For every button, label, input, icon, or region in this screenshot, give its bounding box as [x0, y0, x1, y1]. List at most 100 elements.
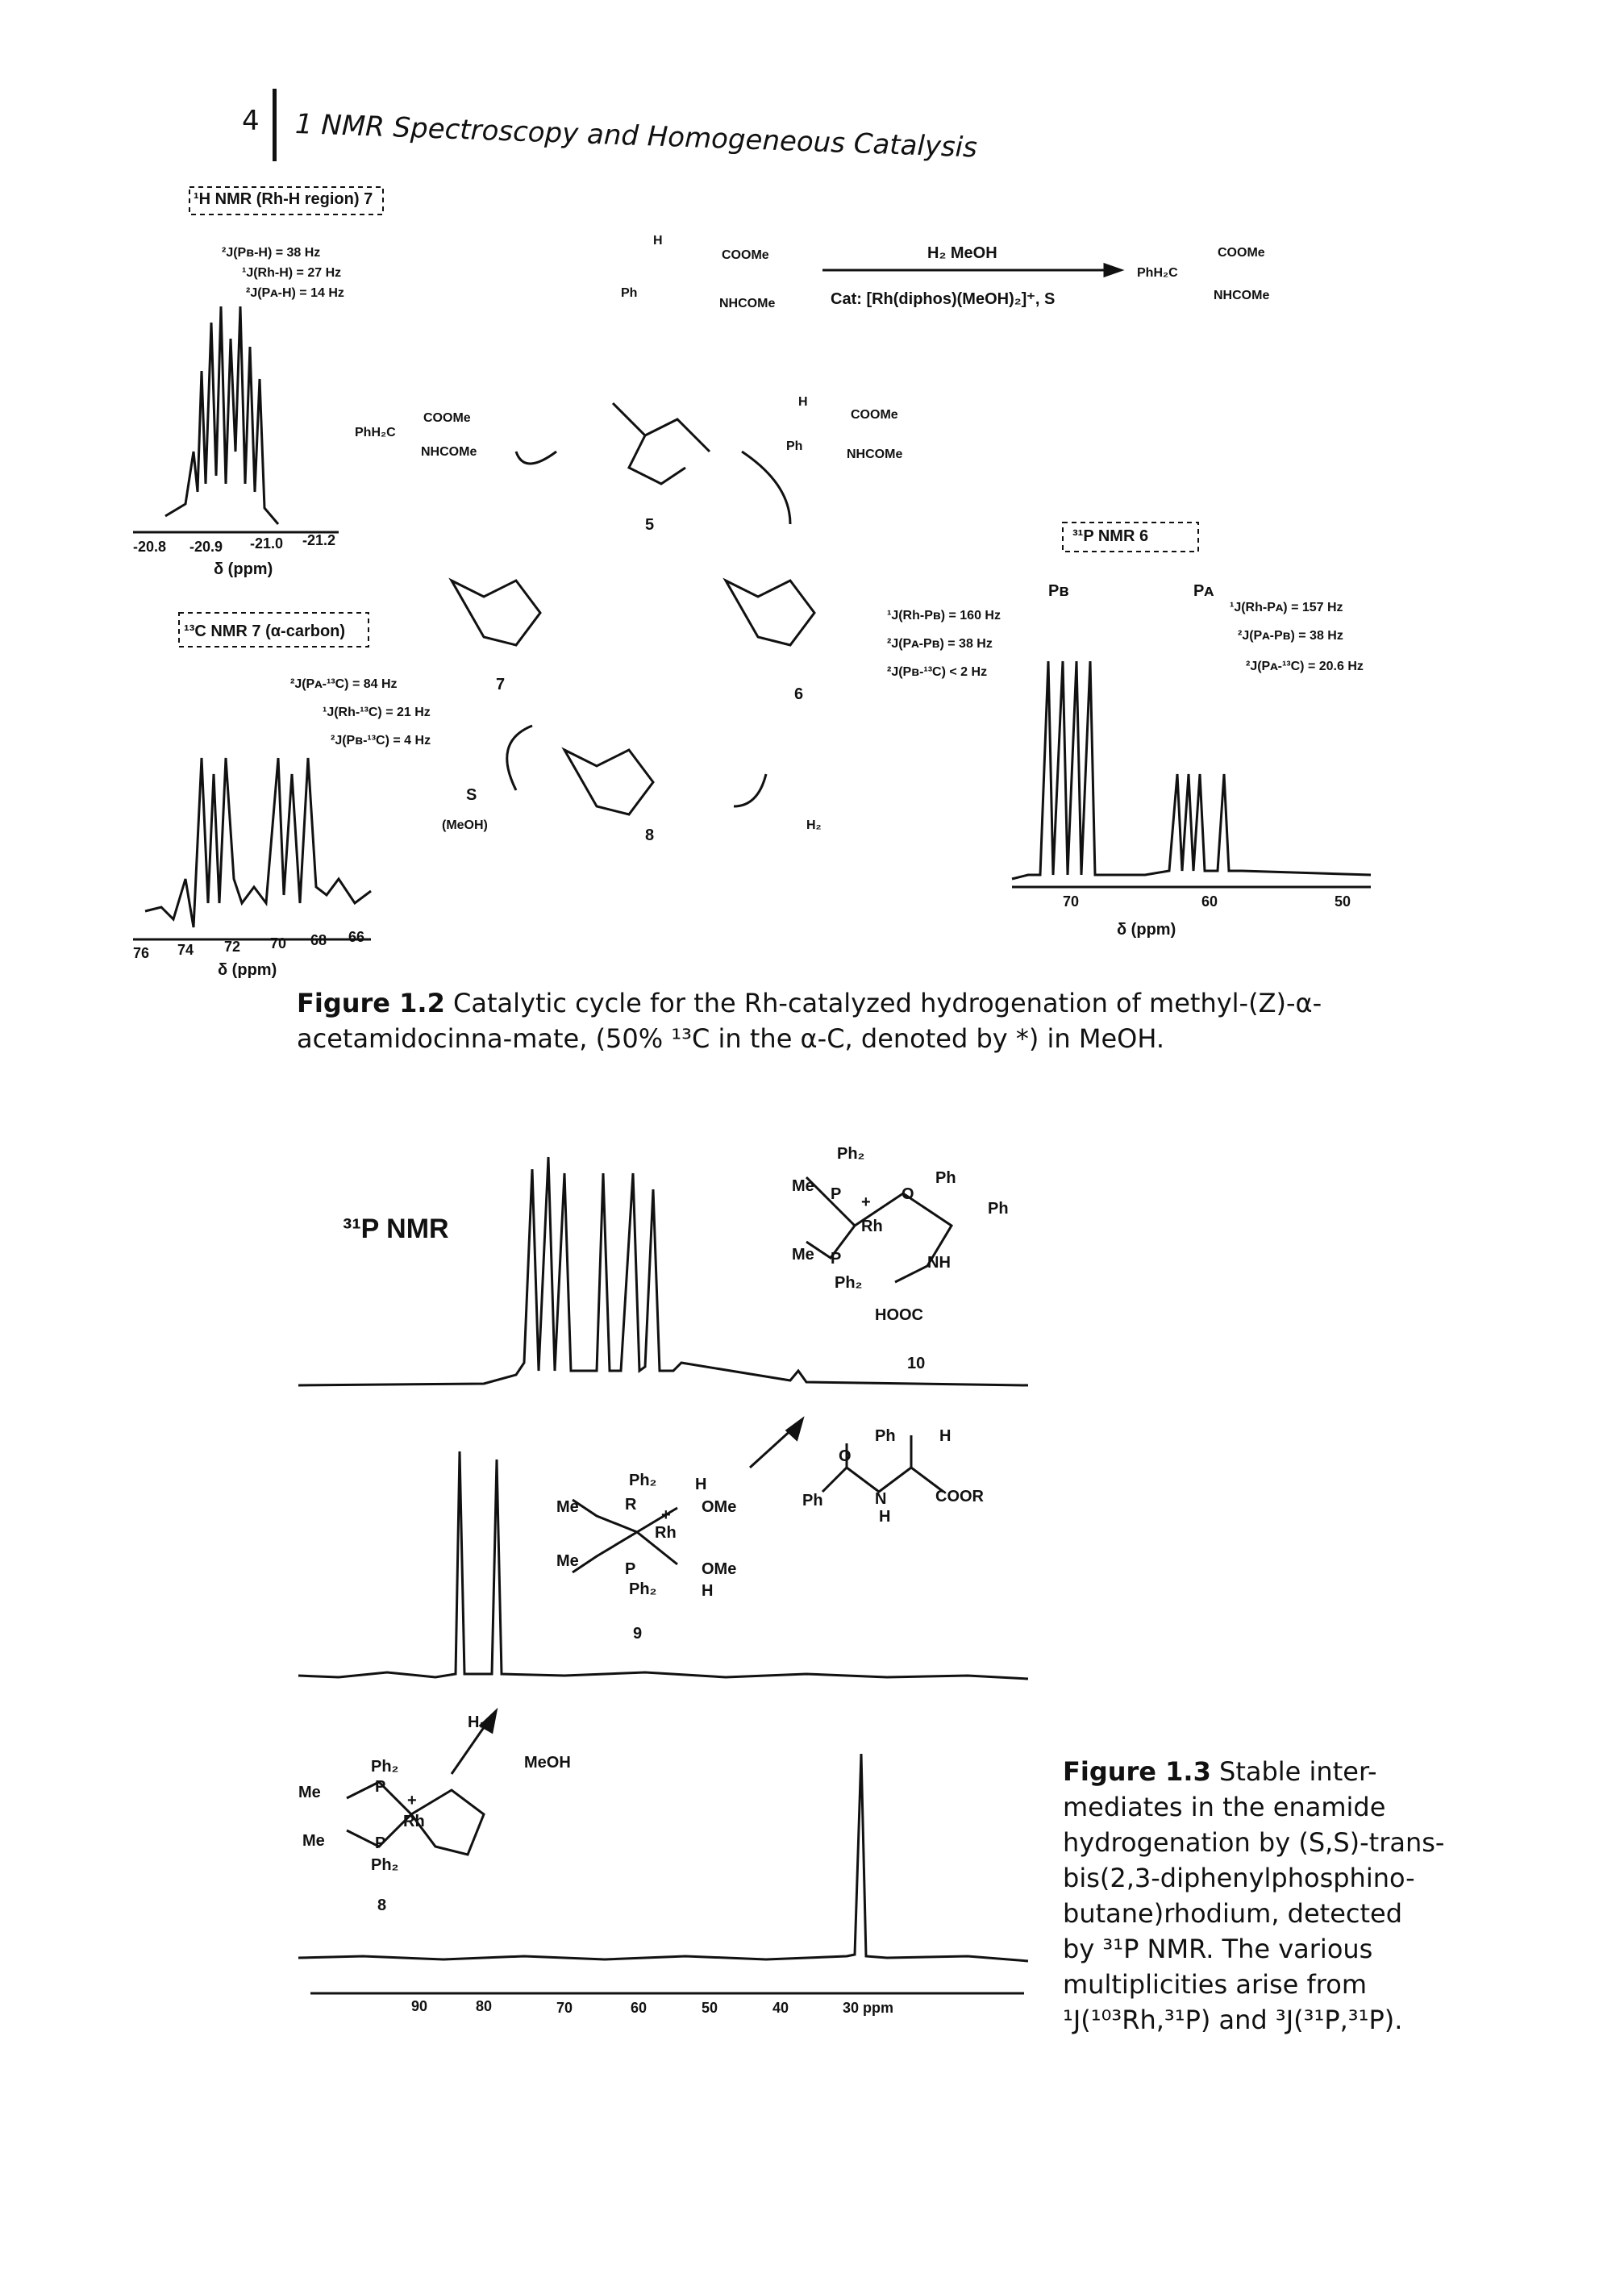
- p31-coupling-left-3: ²J(Pʙ-¹³C) < 2 Hz: [887, 665, 988, 679]
- caption-line-5: butane)rhodium, detected: [1063, 1898, 1403, 1929]
- c13-tick-5: 68: [310, 932, 327, 948]
- x-tick-80: 80: [476, 1998, 493, 2014]
- cycle-product-coome: COOMe: [423, 411, 471, 425]
- h1-coupling-3: ²J(Pᴀ-H) = 14 Hz: [246, 286, 344, 300]
- cpd8-rh: Rh: [403, 1813, 425, 1830]
- cycle-arrow-bottom-right: [733, 773, 768, 808]
- sub-nh-h: H: [879, 1508, 891, 1526]
- compound-9-label: 9: [633, 1625, 643, 1643]
- struct-7-sketch: [448, 577, 542, 647]
- x-tick-70: 70: [556, 2000, 573, 2016]
- compound-7-label: 7: [496, 676, 506, 693]
- cpd8-me-top: Me: [298, 1784, 321, 1801]
- struct-5-sketch: [611, 402, 711, 485]
- compound-10-label: 10: [907, 1355, 926, 1372]
- figure-1-2-caption-label: Figure 1.2: [297, 988, 445, 1018]
- cycle-product-phh2c: PhH₂C: [355, 426, 396, 439]
- cpd8-ph2-top: Ph₂: [371, 1758, 399, 1776]
- spectrum-9-trace: [298, 1451, 1029, 1680]
- compound-8-label: 8: [645, 827, 655, 844]
- cpd9-ome-bottom: OMe: [702, 1560, 737, 1578]
- cpd8-me-bottom: Me: [302, 1832, 325, 1850]
- sub-ph: Ph: [875, 1427, 896, 1445]
- caption-line-7: multiplicities arise from: [1063, 1969, 1367, 2000]
- p31-coupling-right-1: ¹J(Rh-Pᴀ) = 157 Hz: [1230, 601, 1343, 614]
- cycle-substrate-h: H: [798, 395, 808, 409]
- c13-tick-3: 72: [224, 939, 241, 955]
- cpd10-hooc: HOOC: [875, 1306, 923, 1324]
- cpd9-me-top: Me: [556, 1498, 579, 1516]
- cpd10-rh: Rh: [861, 1218, 883, 1235]
- x-tick-90: 90: [411, 1998, 428, 2014]
- cpd10-p-top: P: [831, 1185, 842, 1203]
- cpd10-me-top: Me: [792, 1177, 814, 1195]
- sub-ph-left: Ph: [802, 1492, 823, 1509]
- cycle-arrow-bottom-left: [506, 724, 533, 791]
- sub-coor: COOR: [935, 1488, 984, 1505]
- cpd9-me-bottom: Me: [556, 1552, 579, 1570]
- cpd9-p: P: [625, 1560, 636, 1578]
- x-tick-50: 50: [702, 2000, 718, 2016]
- rxn-product-nhcome: NHCOMe: [1214, 289, 1270, 302]
- sub-h: H: [939, 1427, 951, 1445]
- p31-peak-label-pa: Pᴀ: [1193, 582, 1214, 600]
- h1-coupling-2: ¹J(Rh-H) = 27 Hz: [242, 266, 342, 280]
- rxn-substrate-h: H: [653, 234, 663, 248]
- cpd10-ph-2: Ph: [988, 1200, 1009, 1218]
- figure-1-2-caption: Figure 1.2 Catalytic cycle for the Rh-ca…: [297, 985, 1385, 1056]
- cpd10-plus: +: [861, 1193, 871, 1211]
- c13-tick-2: 74: [177, 942, 194, 958]
- sub-n: N: [875, 1490, 887, 1508]
- p31-tick-3: 50: [1335, 893, 1351, 910]
- cpd9-plus: +: [661, 1506, 671, 1524]
- caption-line-2: mediates in the enamide: [1063, 1792, 1386, 1822]
- p31-coupling-left-2: ²J(Pᴀ-Pʙ) = 38 Hz: [887, 637, 993, 651]
- h1-tick-2: -20.9: [189, 539, 223, 555]
- spectrum-8-trace: [298, 1753, 1029, 1963]
- cpd9-h-top: H: [695, 1476, 707, 1493]
- x-tick-30: 30 ppm: [843, 2000, 894, 2016]
- caption-line-6: by ³¹P NMR. The various: [1063, 1934, 1373, 1964]
- cpd10-p-bottom: P: [831, 1250, 842, 1268]
- compound-6-label: 6: [794, 685, 804, 703]
- p31-tick-1: 70: [1063, 893, 1080, 910]
- arrow-9-to-10: [748, 1426, 796, 1469]
- cycle-product-nhcome: NHCOMe: [421, 445, 477, 459]
- cpd10-ph-1: Ph: [935, 1169, 956, 1187]
- header-rule: [273, 89, 277, 161]
- cycle-meoh: (MeOH): [442, 818, 488, 832]
- cpd9-h-bottom: H: [702, 1582, 714, 1600]
- rxn-product-phh2c: PhH₂C: [1137, 266, 1178, 280]
- c13-inset-title: ¹³C NMR 7 (α-carbon): [184, 623, 346, 640]
- p31-inset-title: ³¹P NMR 6: [1072, 527, 1149, 545]
- struct-8-sketch: [561, 747, 655, 816]
- c13-coupling-1: ²J(Pᴀ-¹³C) = 84 Hz: [290, 677, 398, 691]
- c13-axis-label: δ (ppm): [218, 961, 277, 979]
- compound-5-label: 5: [645, 516, 655, 534]
- p31-tick-2: 60: [1201, 893, 1218, 910]
- cpd10-ph2-top: Ph₂: [837, 1145, 865, 1163]
- p31-axis-label: δ (ppm): [1117, 921, 1176, 939]
- h1-tick-4: -21.2: [302, 532, 336, 548]
- cpd8-sketch: [346, 1780, 485, 1856]
- cycle-h2: H₂: [806, 818, 822, 832]
- h1-coupling-1: ²J(Pʙ-H) = 38 Hz: [222, 246, 321, 260]
- h1-inset-title: ¹H NMR (Rh-H region) 7: [194, 190, 373, 208]
- p31-peak-label-pb: Pʙ: [1048, 582, 1069, 600]
- x-tick-60: 60: [631, 2000, 648, 2016]
- rxn-conditions-bottom: Cat: [Rh(diphos)(MeOH)₂]⁺, S: [831, 290, 1056, 308]
- reagent-h2: H₂: [468, 1713, 487, 1731]
- caption-line-4: bis(2,3-diphenylphosphino-: [1063, 1863, 1415, 1893]
- caption-line-3: hydrogenation by (S,S)-trans-: [1063, 1827, 1445, 1858]
- figure-1-3-caption: Figure 1.3 Stable inter- mediates in the…: [1063, 1754, 1514, 2038]
- h1-tick-3: -21.0: [250, 535, 284, 552]
- cpd9-sketch: [572, 1498, 678, 1574]
- rxn-conditions-top: H₂ MeOH: [927, 244, 997, 262]
- cpd10-ph2-bottom: Ph₂: [835, 1274, 863, 1292]
- caption-line-1: Stable inter-: [1219, 1756, 1377, 1787]
- figure-1-3-caption-label: Figure 1.3: [1063, 1756, 1211, 1787]
- cpd9-ph2-top: Ph₂: [629, 1472, 657, 1489]
- p31-coupling-right-3: ²J(Pᴀ-¹³C) = 20.6 Hz: [1246, 660, 1364, 673]
- p31-coupling-right-2: ²J(Pᴀ-Pʙ) = 38 Hz: [1238, 629, 1343, 643]
